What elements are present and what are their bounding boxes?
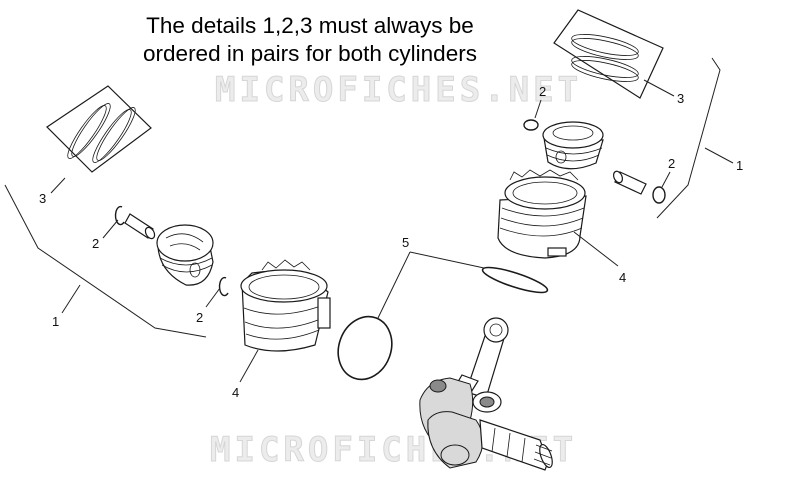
callout-circlip-left-bottom: 2 [196,310,203,325]
kit-bracket-right [656,57,721,219]
callout-circlip-right-top: 2 [539,84,546,99]
leader-kit-right [704,147,734,164]
leader-oring-left [377,251,411,319]
callout-cylinder-left: 4 [232,385,239,400]
circlip-right-bottom [652,186,666,204]
piston-rings-right [553,9,664,99]
leader-circlip-right-top [534,99,542,119]
o-ring-left [337,315,393,381]
cylinder-left [240,259,331,352]
kit-bracket-left [4,184,207,338]
callout-cylinder-right: 4 [619,270,626,285]
leader-circlip-right-bottom [661,171,671,188]
callout-kit-left: 1 [52,314,59,329]
leader-rings-right [643,79,675,97]
leader-oring-right [409,251,485,269]
leader-kit-left [61,284,81,314]
piston-right [542,121,604,170]
leader-rings-left [50,177,66,194]
watermark-top: MICROFICHES.NET [214,70,583,111]
order-note-line-2: ordered in pairs for both cylinders [143,41,477,66]
callout-circlip-right-bottom: 2 [668,156,675,171]
callout-rings-left: 3 [39,191,46,206]
piston-pin-right [612,170,647,195]
callout-rings-right: 3 [677,91,684,106]
leader-cylinder-left [239,349,259,383]
cylinder-right [497,169,587,259]
circlip-right-top [523,119,539,131]
leader-circlip-left-bottom [205,287,221,308]
piston-rings-left [46,85,152,173]
circlip-left-top [114,205,125,226]
piston-pin-left [124,213,156,240]
leader-circlip-left-top [102,219,119,239]
o-ring-right [481,266,549,294]
crankshaft [419,317,553,471]
callout-kit-right: 1 [736,158,743,173]
order-note-line-1: The details 1,2,3 must always be [146,13,474,38]
circlip-left-bottom [218,276,229,297]
callout-oring: 5 [402,235,409,250]
callout-circlip-left-top: 2 [92,236,99,251]
piston-left [156,224,214,286]
leader-cylinder-right [573,231,619,267]
order-note: The details 1,2,3 must always be ordered… [60,12,560,68]
